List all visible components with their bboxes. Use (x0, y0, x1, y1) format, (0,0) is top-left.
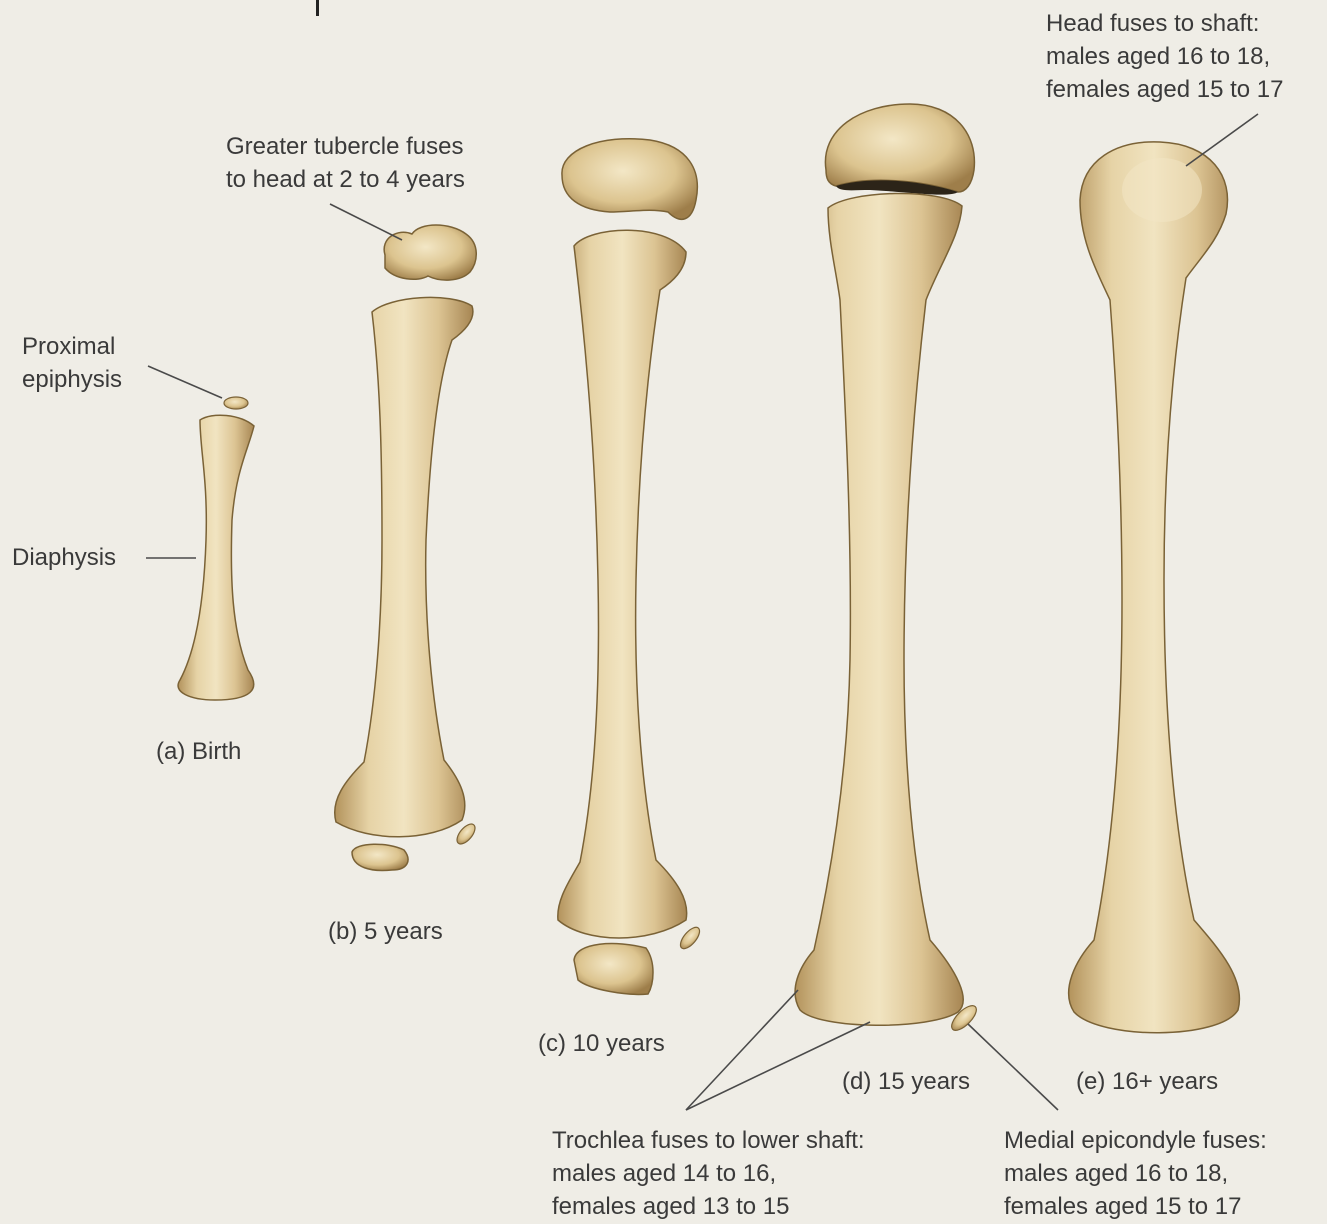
label-line: males aged 16 to 18, (1004, 1157, 1267, 1190)
label-line: females aged 15 to 17 (1046, 73, 1284, 106)
bone-10-years-distal-fragment (574, 944, 653, 995)
bone-10-years (558, 139, 703, 995)
bone-15-years-shaft (795, 193, 963, 1025)
bone-16-plus-years (1069, 142, 1240, 1033)
leader-trochlea-2 (686, 1022, 870, 1110)
caption-15-years: (d) 15 years (842, 1068, 970, 1096)
label-line: epiphysis (22, 363, 122, 396)
bone-16-plus-years-whole (1069, 142, 1240, 1033)
leader-greater-tubercle (330, 204, 402, 240)
label-medial-epicondyle: Medial epicondyle fuses: males aged 16 t… (1004, 1124, 1267, 1223)
bone-10-years-epicondyle (677, 924, 703, 952)
caption-10-years: (c) 10 years (538, 1030, 665, 1058)
label-line: females aged 13 to 15 (552, 1190, 865, 1223)
label-greater-tubercle: Greater tubercle fuses to head at 2 to 4… (226, 130, 465, 196)
bone-10-years-head (562, 139, 697, 220)
caption-birth: (a) Birth (156, 738, 241, 766)
bone-16-plus-years-head-highlight (1122, 158, 1202, 222)
leader-medial-epicondyle (968, 1024, 1058, 1110)
label-line: to head at 2 to 4 years (226, 163, 465, 196)
bone-5-years-head (384, 225, 476, 280)
bone-5-years-shaft (335, 297, 473, 836)
bone-15-years (795, 104, 980, 1034)
proximal-epiphysis-fragment (224, 397, 248, 409)
bone-birth (178, 397, 254, 700)
label-diaphysis: Diaphysis (12, 541, 116, 574)
label-head-fuses: Head fuses to shaft: males aged 16 to 18… (1046, 7, 1284, 106)
label-trochlea-fuses: Trochlea fuses to lower shaft: males age… (552, 1124, 865, 1223)
bone-15-years-head (825, 104, 974, 192)
leader-head-fuses (1186, 114, 1258, 166)
label-line: Medial epicondyle fuses: (1004, 1124, 1267, 1157)
bone-5-years-epicondyle (454, 821, 479, 847)
label-line: males aged 14 to 16, (552, 1157, 865, 1190)
label-line: Proximal (22, 330, 122, 363)
bone-5-years-distal-fragment (352, 844, 408, 870)
caption-5-years: (b) 5 years (328, 918, 443, 946)
leader-trochlea-1 (686, 990, 798, 1110)
bone-5-years (335, 225, 479, 870)
label-line: males aged 16 to 18, (1046, 40, 1284, 73)
label-line: Head fuses to shaft: (1046, 7, 1284, 40)
bone-10-years-shaft (558, 230, 687, 938)
label-line: females aged 15 to 17 (1004, 1190, 1267, 1223)
leader-proximal-epiphysis (148, 366, 222, 398)
label-proximal-epiphysis: Proximal epiphysis (22, 330, 122, 396)
label-line: Greater tubercle fuses (226, 130, 465, 163)
caption-16-plus-years: (e) 16+ years (1076, 1068, 1218, 1096)
label-line: Trochlea fuses to lower shaft: (552, 1124, 865, 1157)
